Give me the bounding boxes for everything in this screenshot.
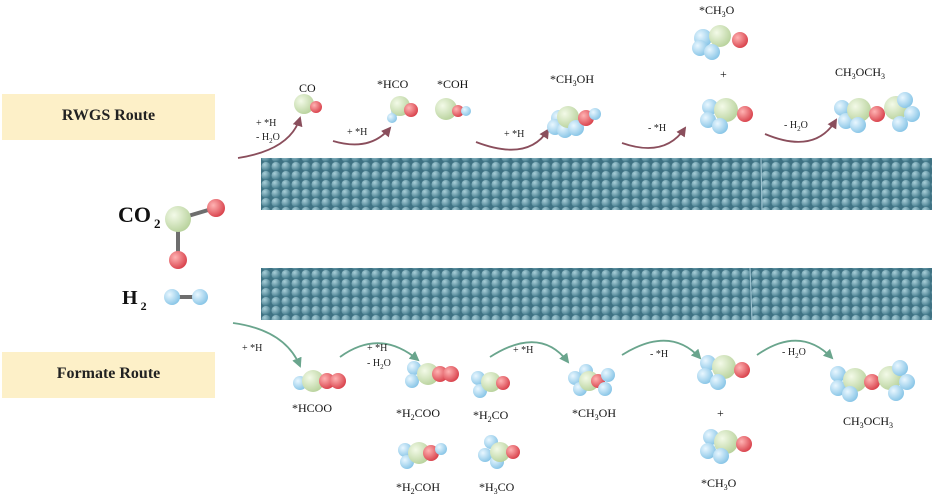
rwgs-arrow-1 [237, 116, 303, 159]
formate-ch3o-label: *CH3O [701, 476, 737, 492]
formate-plus-sign: + [717, 406, 724, 420]
h2coo-molecule [405, 361, 459, 388]
rwgs-ch3och3-label: CH3OCH3 [835, 65, 885, 81]
formate-step4-label: - *H [650, 349, 668, 360]
formate-step2-line1: + *H [367, 343, 387, 354]
h2coh-molecule [398, 442, 447, 469]
rwgs-ch3oh-molecule [547, 106, 601, 138]
rwgs-route-label: RWGS Route [61, 107, 156, 124]
formate-route-label: Formate Route [56, 365, 161, 382]
rwgs-ch3o-molecule-bottom [700, 98, 753, 134]
co-molecule [294, 94, 322, 114]
formate-step5-label: - H2O [782, 347, 806, 360]
rwgs-step1-line1: + *H [256, 118, 276, 129]
rwgs-arrow-3 [475, 128, 550, 151]
rwgs-step3-label: + *H [504, 129, 524, 140]
formate-arrow-3 [489, 341, 570, 364]
formate-ch3och3-molecule [830, 360, 915, 402]
rwgs-ch3oh-label: *CH3OH [550, 72, 594, 88]
coh-molecule [435, 98, 471, 120]
formate-route-box: Formate Route [2, 352, 215, 398]
rwgs-step1-line2: - H2O [256, 132, 280, 145]
formate-step1-label: + *H [242, 343, 262, 354]
formate-ch3och3-label: CH3OCH3 [843, 414, 893, 430]
rwgs-arrow-4 [621, 126, 687, 149]
formate-arrow-4 [621, 339, 702, 360]
formate-ch3oh-label: *CH3OH [572, 406, 616, 422]
catalyst-slab-top [261, 157, 932, 211]
rwgs-step5-label: - H2O [784, 120, 808, 133]
rwgs-arrow-5 [764, 118, 838, 143]
formate-ch3o-molecule-bottom [700, 429, 752, 464]
coh-label: *COH [437, 77, 469, 91]
hcoo-molecule [293, 370, 346, 392]
rwgs-ch3o-molecule-top [692, 25, 748, 60]
formate-ch3oh-molecule [568, 364, 615, 396]
catalyst-slab-bottom [261, 267, 932, 321]
h2-molecule [164, 289, 208, 305]
hco-molecule [387, 96, 418, 123]
formate-arrow-2 [339, 342, 420, 362]
h3co-molecule [478, 435, 520, 469]
rwgs-step2-label: + *H [347, 127, 367, 138]
rwgs-ch3o-label: *CH3O [699, 3, 735, 19]
formate-step3-label: + *H [513, 345, 533, 356]
rwgs-step4-label: - *H [648, 123, 666, 134]
formate-ch3o-molecule-top [697, 355, 750, 390]
rwgs-route-box: RWGS Route [2, 94, 215, 140]
co-label: CO [299, 81, 316, 95]
hcoo-label: *HCOO [292, 401, 332, 415]
rwgs-ch3och3-molecule [834, 92, 920, 133]
svg-text:H2: H2 [122, 287, 147, 313]
co2-molecule [165, 199, 225, 269]
h2coo-label: *H2COO [396, 406, 440, 422]
formate-arrow-1 [232, 322, 302, 368]
h2co-molecule [471, 371, 510, 398]
formate-arrow-5 [756, 339, 834, 360]
h2co-label: *H2CO [473, 408, 509, 424]
rwgs-plus-sign: + [720, 67, 727, 81]
rwgs-arrow-2 [332, 126, 392, 146]
h2coh-label: *H2COH [396, 480, 440, 496]
hco-label: *HCO [377, 77, 409, 91]
h3co-label: *H3CO [479, 480, 515, 496]
formate-step2-line2: - H2O [367, 358, 391, 371]
svg-text:CO2: CO2 [118, 202, 161, 231]
